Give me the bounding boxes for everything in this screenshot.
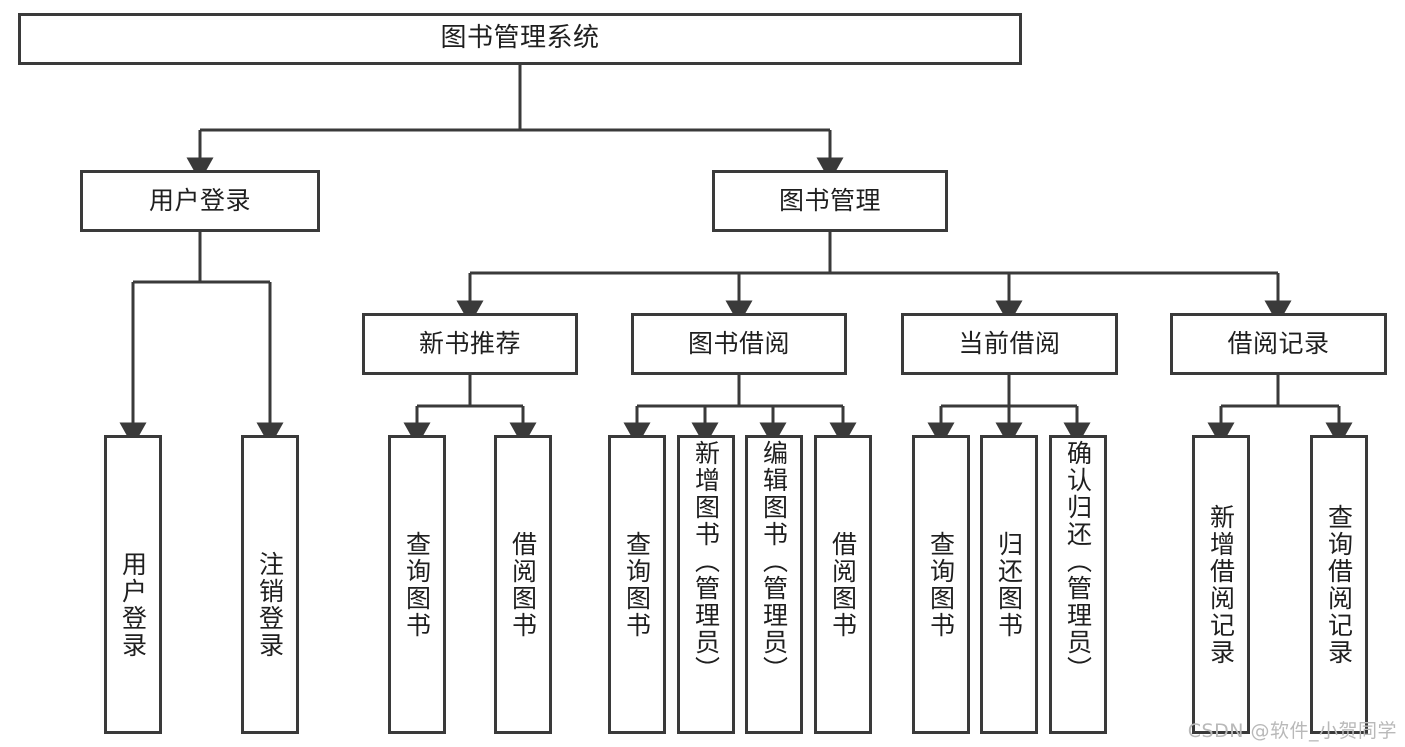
node-book-borrow[interactable]: 图书借阅	[631, 313, 847, 375]
node-root-system[interactable]: 图书管理系统	[18, 13, 1022, 65]
leaf-records-query-record[interactable]: 查询借阅记录	[1310, 435, 1368, 734]
node-user-login[interactable]: 用户登录	[80, 170, 320, 232]
leaf-borrow-edit-book-admin[interactable]: 编辑图书（管理员）	[745, 435, 803, 734]
node-label: 新书推荐	[418, 328, 521, 358]
node-current-borrow[interactable]: 当前借阅	[901, 313, 1118, 375]
node-label: 查询图书	[402, 530, 432, 639]
node-label: 用户登录	[148, 185, 251, 215]
node-borrow-records[interactable]: 借阅记录	[1170, 313, 1387, 375]
node-label: 归还图书	[994, 530, 1024, 639]
leaf-borrow-borrow-book[interactable]: 借阅图书	[814, 435, 872, 734]
node-label: 确认归还（管理员）	[1063, 440, 1093, 683]
leaf-newbook-borrow-book[interactable]: 借阅图书	[494, 435, 552, 734]
leaf-user-logout[interactable]: 注销登录	[241, 435, 299, 734]
node-label: 查询图书	[622, 530, 652, 639]
node-label: 注销登录	[255, 551, 285, 659]
node-label: 借阅图书	[828, 530, 858, 639]
csdn-watermark: CSDN @软件_小贺同学	[1187, 720, 1397, 742]
node-label: 编辑图书（管理员）	[759, 440, 789, 683]
leaf-newbook-query-book[interactable]: 查询图书	[388, 435, 446, 734]
node-label: 图书管理系统	[440, 23, 600, 54]
node-label: 用户登录	[118, 551, 148, 659]
leaf-current-return-book[interactable]: 归还图书	[980, 435, 1038, 734]
node-label: 借阅记录	[1227, 328, 1330, 358]
leaf-records-add-record[interactable]: 新增借阅记录	[1192, 435, 1250, 734]
node-label: 图书借阅	[687, 328, 790, 358]
node-label: 图书管理	[778, 185, 881, 215]
node-book-management[interactable]: 图书管理	[712, 170, 948, 232]
node-new-book-recommend[interactable]: 新书推荐	[362, 313, 578, 375]
node-label: 查询图书	[926, 530, 956, 639]
node-label: 查询借阅记录	[1324, 503, 1354, 666]
node-label: 新增图书（管理员）	[691, 440, 721, 683]
node-label: 当前借阅	[958, 328, 1061, 358]
leaf-borrow-add-book-admin[interactable]: 新增图书（管理员）	[677, 435, 735, 734]
node-label: 新增借阅记录	[1206, 503, 1236, 666]
leaf-current-query-book[interactable]: 查询图书	[912, 435, 970, 734]
leaf-user-login[interactable]: 用户登录	[104, 435, 162, 734]
leaf-borrow-query-book[interactable]: 查询图书	[608, 435, 666, 734]
leaf-current-confirm-return-admin[interactable]: 确认归还（管理员）	[1049, 435, 1107, 734]
node-label: 借阅图书	[508, 530, 538, 639]
